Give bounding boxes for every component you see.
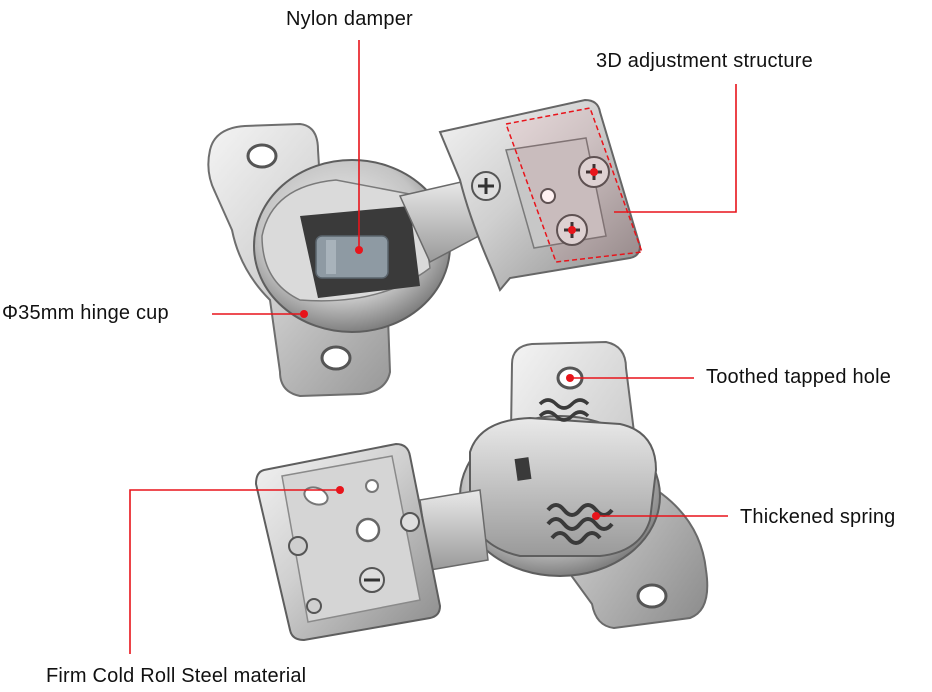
label-steel-material: Firm Cold Roll Steel material: [46, 665, 307, 687]
callout-dot-hinge-cup: [300, 310, 308, 318]
label-thickened-spring: Thickened spring: [740, 506, 896, 528]
adjustment-highlight-box: [504, 107, 644, 263]
label-toothed-tapped-hole: Toothed tapped hole: [706, 366, 892, 388]
callout-line-steel-material: [129, 489, 340, 654]
label-3d-adjustment-structure: 3D adjustment structure: [596, 50, 813, 72]
callout-dot-toothed-hole: [566, 374, 574, 382]
label-nylon-damper: Nylon damper: [286, 8, 413, 30]
steel-plate-center-hole: [355, 517, 381, 543]
thickened-spring: [546, 503, 614, 545]
callout-dot-adjust-lower: [568, 226, 576, 234]
top-plate-hole-lower: [320, 345, 352, 371]
callout-dot-steel-material: [336, 486, 344, 494]
callout-dots: [300, 168, 600, 520]
callout-lines: [129, 40, 737, 654]
callout-line-3d-adjustment: [614, 84, 737, 213]
bottom-plate-hole: [636, 583, 668, 609]
callout-dot-adjust-upper: [590, 168, 598, 176]
label-hinge-cup: Φ35mm hinge cup: [2, 302, 169, 324]
bottom-hinge: [254, 340, 709, 642]
top-plate-hole-upper: [246, 143, 278, 169]
callout-dot-spring: [592, 512, 600, 520]
bottom-hinge-arm-housing: [469, 416, 658, 557]
callout-dot-nylon-damper: [355, 246, 363, 254]
top-hinge: [207, 98, 644, 398]
